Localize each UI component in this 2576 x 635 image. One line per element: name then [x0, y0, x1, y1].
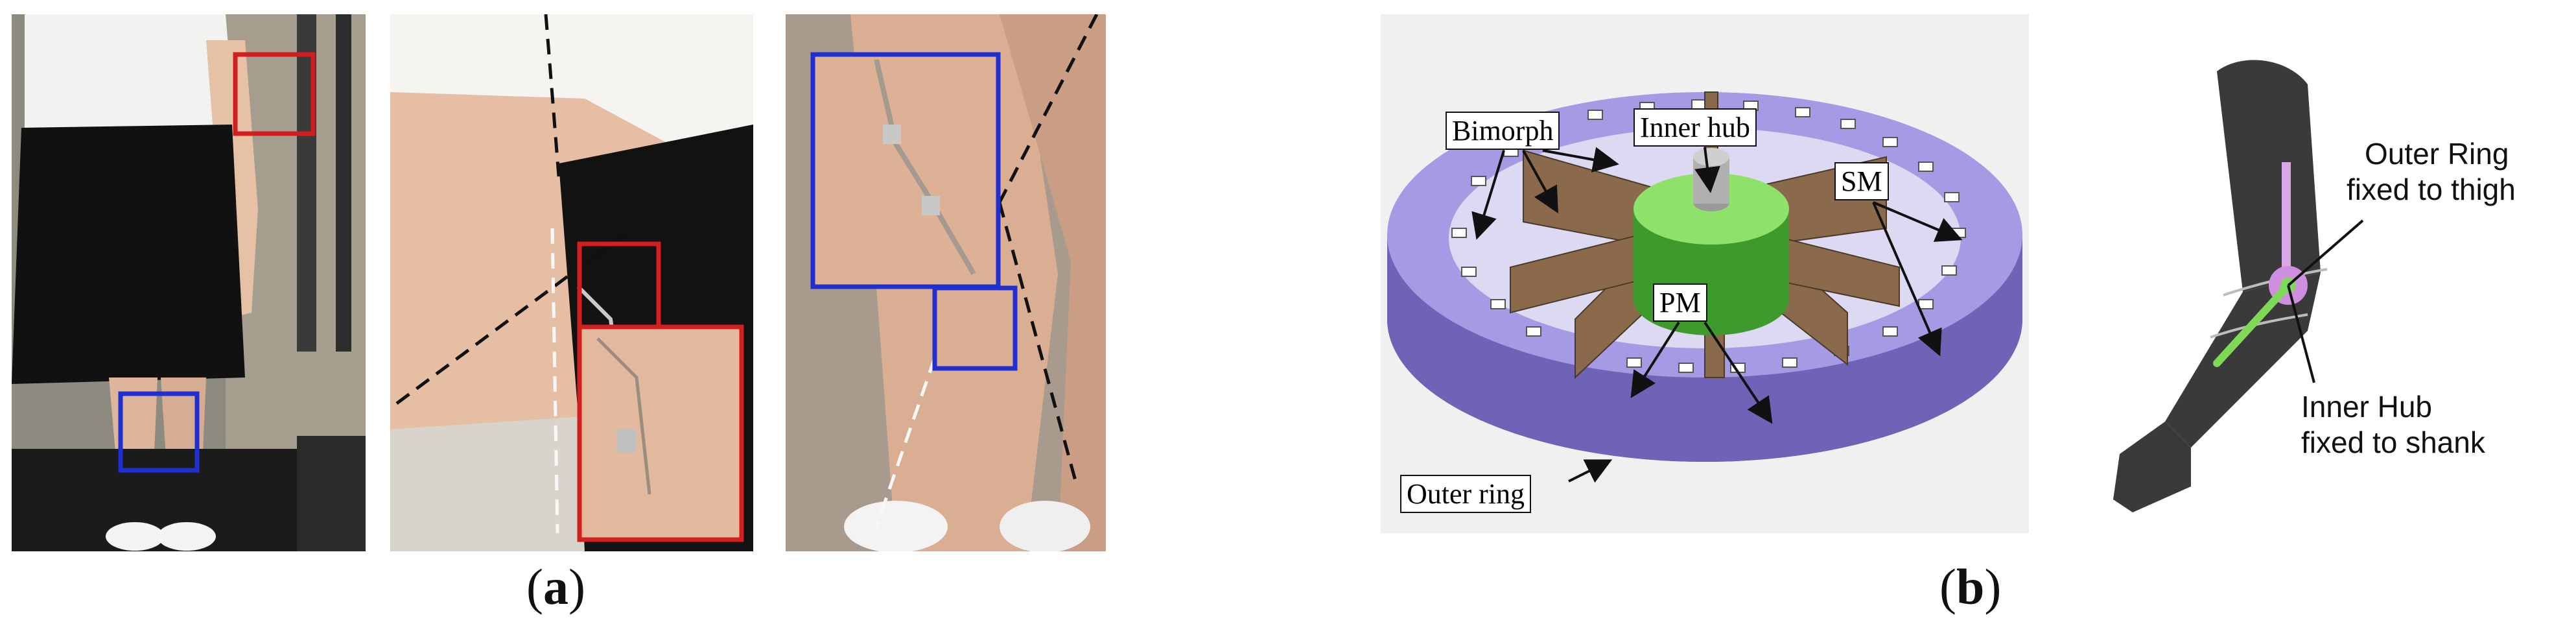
- label-arrows: [1471, 147, 1963, 483]
- label-sm: SM: [1834, 162, 1889, 200]
- label-inner-hub-line2: fixed to shank: [2301, 425, 2485, 459]
- label-inner-hub-line1: Inner Hub: [2301, 390, 2433, 424]
- dashed-line-white: [874, 357, 937, 527]
- dashed-line-black-2: [544, 14, 561, 177]
- label-outer-ring: Outer ring: [1400, 475, 1532, 513]
- blue-marker-box: [118, 391, 200, 473]
- caption-b-letter: b: [1956, 558, 1985, 615]
- label-pm: PM: [1653, 283, 1707, 322]
- dashed-line-black-2: [998, 202, 1079, 488]
- caption-b-close: ): [1984, 558, 2002, 615]
- blue-marker-box-zoom: [810, 52, 1001, 289]
- photo-side-view: [390, 14, 753, 551]
- caption-b: (b): [1939, 558, 2001, 616]
- caption-a: (a): [526, 558, 585, 616]
- label-inner-hub: Inner hub: [1633, 108, 1757, 147]
- red-marker-box: [233, 52, 316, 136]
- dashed-line-white: [550, 228, 559, 534]
- photo-rear-view: [12, 14, 366, 551]
- red-marker-box-zoom: [577, 324, 744, 542]
- label-outer-ring-line2: fixed to thigh: [2347, 173, 2516, 206]
- label-bimorph: Bimorph: [1446, 112, 1560, 150]
- caption-a-open: (: [526, 558, 543, 615]
- dashed-line-black: [998, 14, 1099, 204]
- harvester-cad-rendering: Bimorph Inner hub SM PM Outer ring: [1381, 14, 2029, 533]
- leg-schematic: Outer Ring fixed to thigh Inner Hub fixe…: [2094, 58, 2547, 525]
- photo-knee-closeup: [786, 14, 1106, 551]
- caption-a-letter: a: [543, 558, 568, 615]
- dashed-line-black: [395, 233, 625, 405]
- blue-marker-box-small: [932, 285, 1018, 371]
- label-outer-ring-line1: Outer Ring: [2365, 137, 2509, 171]
- caption-b-open: (: [1939, 558, 1956, 615]
- caption-a-close: ): [568, 558, 585, 615]
